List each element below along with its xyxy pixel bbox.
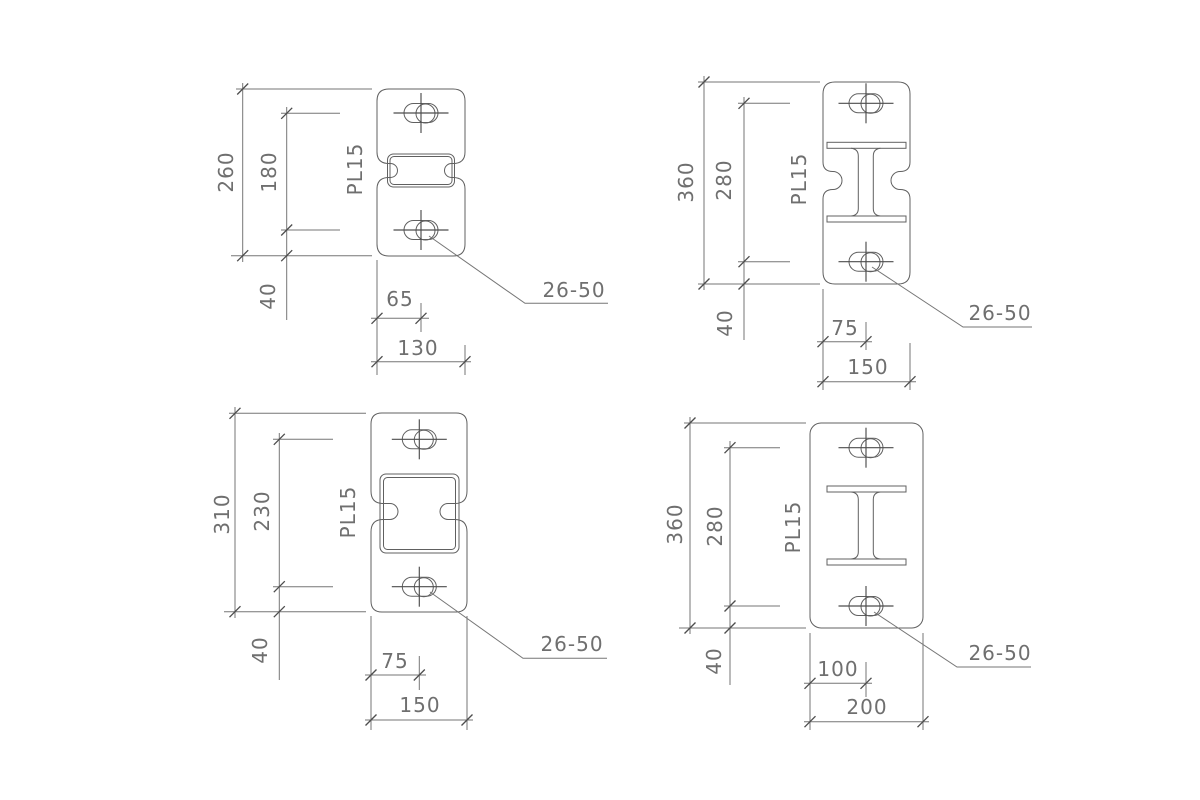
plate-thickness-label: PL15	[336, 486, 360, 539]
leader-line	[428, 235, 608, 304]
detail-top-left: 260 180 40 PL15 65 130 26-50	[214, 82, 608, 375]
plate-thickness-label: PL15	[781, 501, 805, 554]
beam-flange-bottom	[826, 215, 907, 223]
bolt-hole-top	[391, 418, 448, 460]
beam-web-right	[872, 147, 881, 217]
bolt-hole-top	[392, 92, 450, 134]
dim-label-overall-width: 130	[397, 336, 438, 360]
beam-flange-bottom	[826, 558, 907, 566]
dim-label-overall-width: 150	[399, 693, 440, 717]
detail-bottom-right: 360 280 40 PL15 100 200 26-50	[663, 416, 1031, 730]
dim-label-hole-inset: 75	[381, 649, 408, 673]
dim-label-hole-spacing: 180	[257, 151, 281, 192]
bolt-hole-top	[837, 427, 895, 469]
dim-label-overall-height: 360	[674, 161, 698, 202]
leader-label: 26-50	[968, 301, 1031, 325]
leader-line	[873, 611, 1031, 668]
plate-thickness-label: PL15	[787, 153, 811, 206]
detail-bottom-left: 310 230 40 PL15 75 150 26-50	[210, 407, 607, 730]
dim-label-bottom-offset: 40	[248, 636, 272, 663]
dim-label-hole-spacing: 280	[703, 505, 727, 546]
dim-label-overall-width: 200	[846, 695, 887, 719]
bolt-hole-top	[837, 82, 895, 124]
beam-flange-top	[826, 485, 907, 493]
tube-section-outer	[387, 153, 455, 188]
dim-label-overall-height: 310	[210, 493, 234, 534]
leader-line	[871, 266, 1032, 328]
detail-top-right: 360 280 40 PL15 75 150 26-50	[674, 75, 1032, 390]
tube-section-outer	[379, 473, 460, 554]
beam-web-right	[872, 491, 881, 560]
dim-label-hole-spacing: 230	[250, 490, 274, 531]
dim-label-hole-inset: 75	[831, 316, 858, 340]
leader-label: 26-50	[540, 632, 603, 656]
dim-label-overall-width: 150	[847, 355, 888, 379]
bolt-hole-bottom	[391, 566, 448, 608]
beam-web-left	[850, 491, 859, 560]
leader-label: 26-50	[542, 278, 605, 302]
beam-flange-top	[826, 141, 907, 149]
dim-label-hole-inset: 100	[817, 657, 858, 681]
leader-line	[429, 591, 607, 659]
beam-web-left	[850, 147, 859, 217]
dim-label-overall-height: 260	[214, 151, 238, 192]
leader-label: 26-50	[968, 641, 1031, 665]
dim-label-bottom-offset: 40	[713, 309, 737, 336]
tube-section-inner	[389, 156, 453, 185]
dim-label-bottom-offset: 40	[702, 647, 726, 674]
plate-thickness-label: PL15	[343, 143, 367, 196]
plate-outline	[809, 422, 924, 629]
dim-label-bottom-offset: 40	[256, 282, 280, 309]
plate-outline	[376, 88, 466, 257]
dim-label-overall-height: 360	[663, 503, 687, 544]
tube-section-inner	[383, 477, 456, 550]
dim-label-hole-spacing: 280	[712, 159, 736, 200]
dim-label-hole-inset: 65	[386, 287, 413, 311]
